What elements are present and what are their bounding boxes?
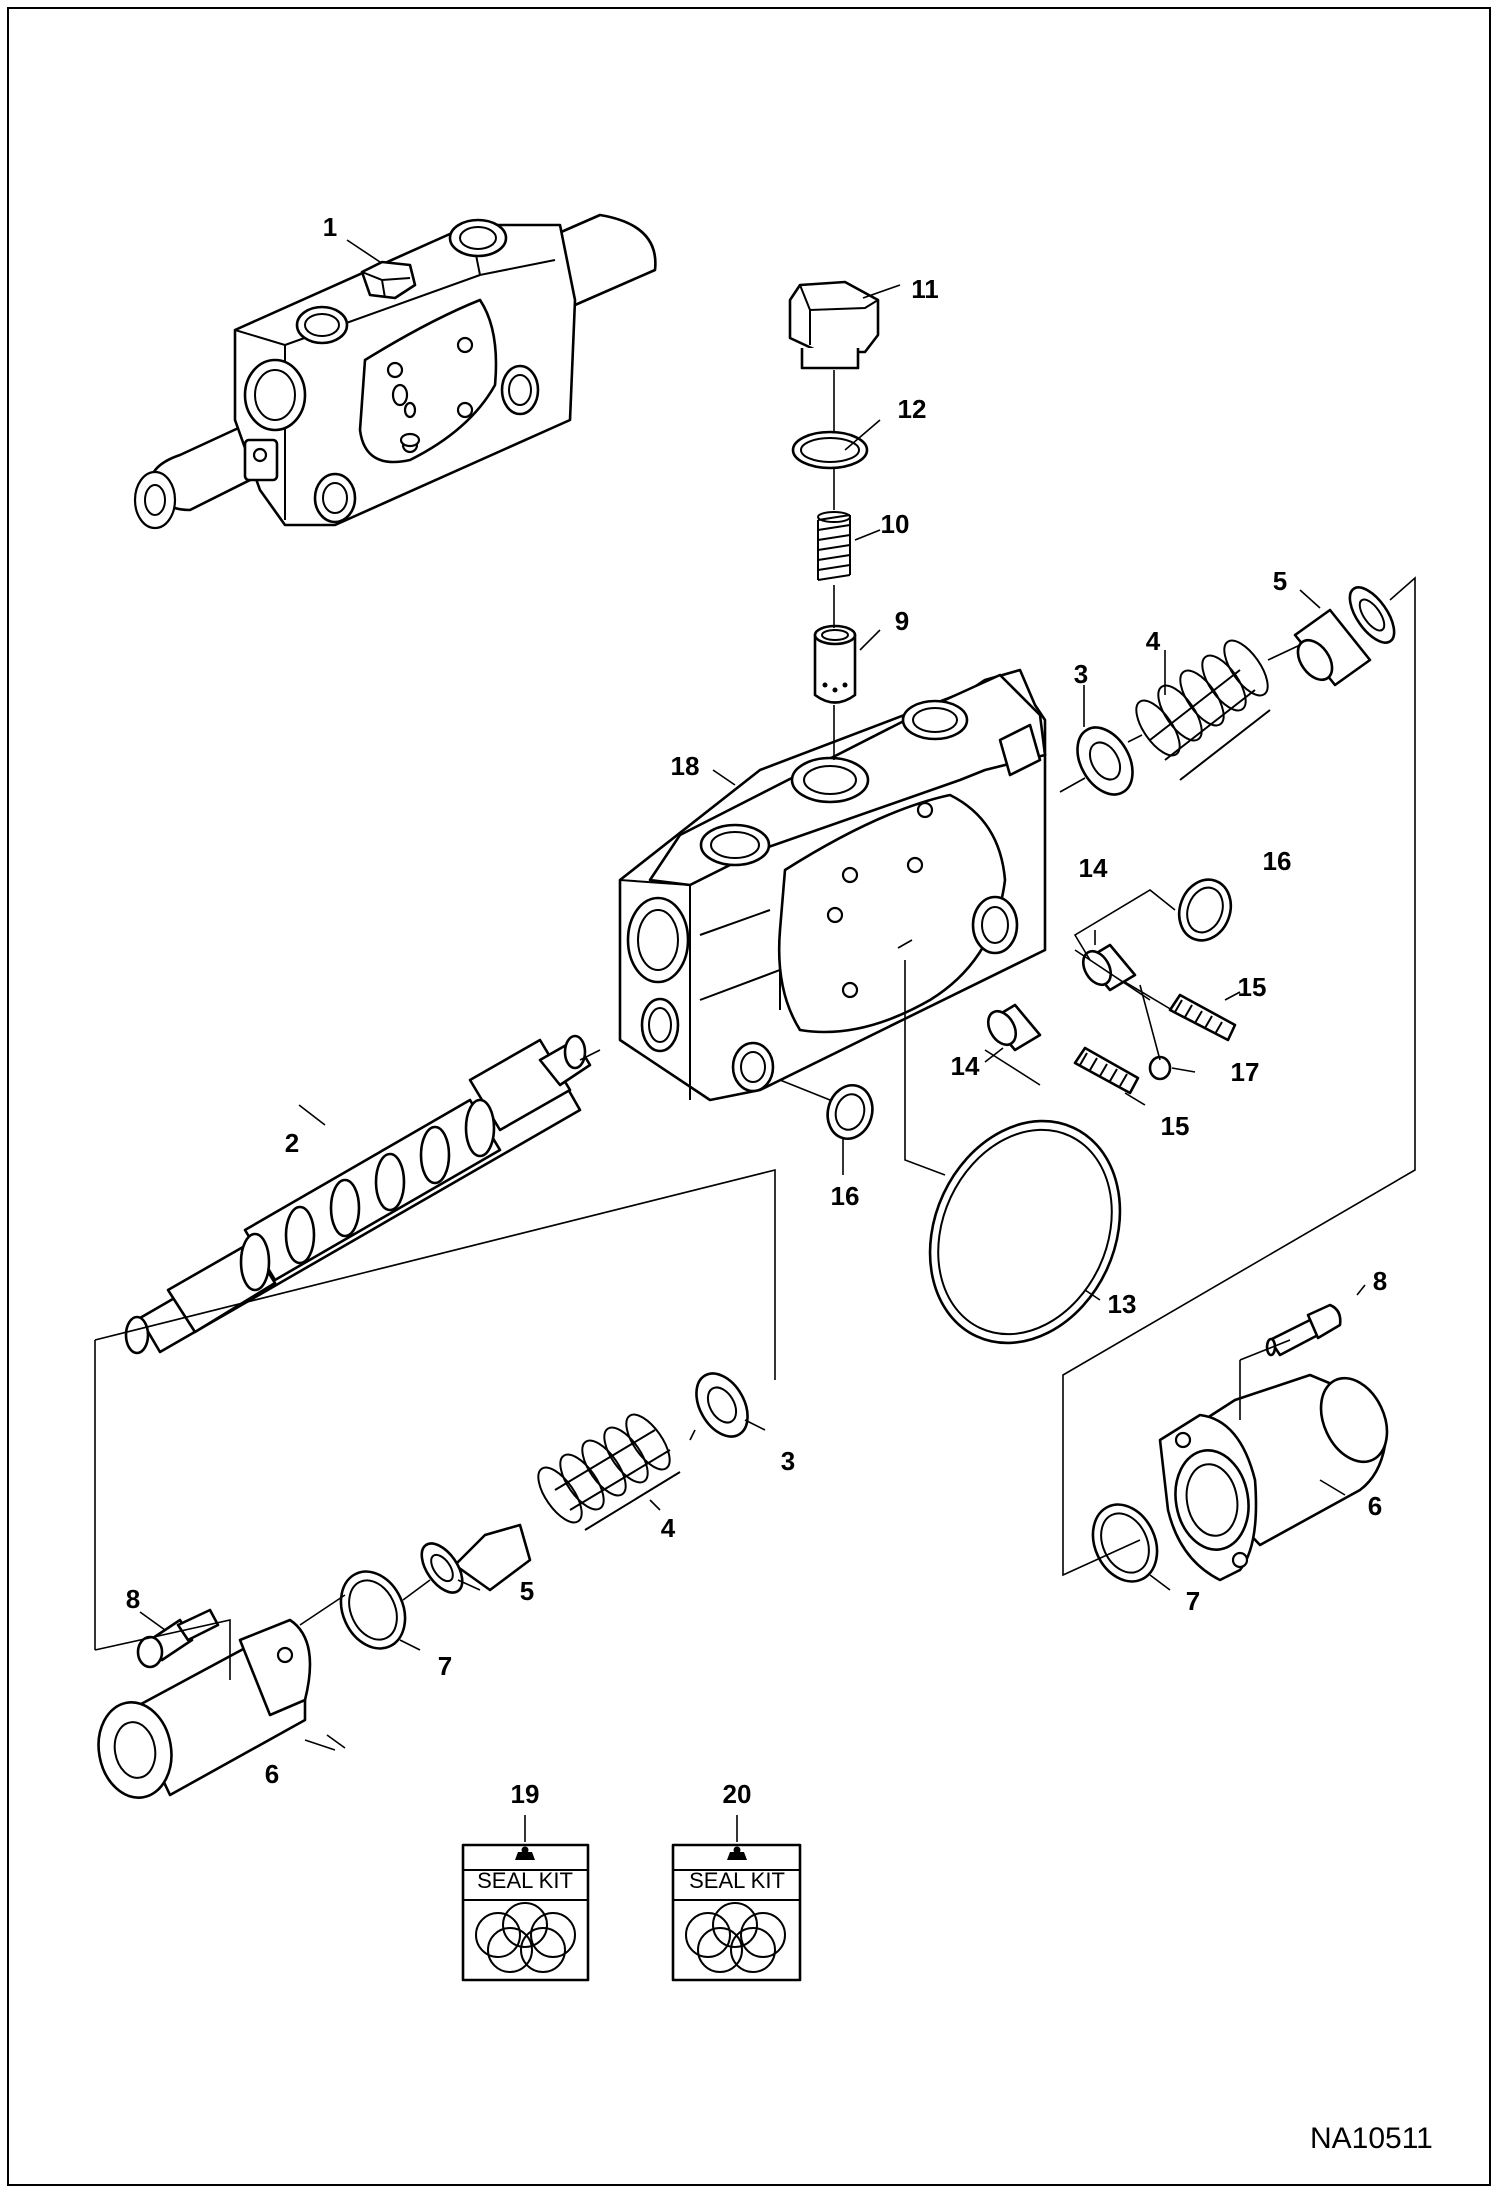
- callout-11: 11: [911, 274, 939, 304]
- callout-16-right: 16: [1263, 846, 1292, 876]
- orifice-plug: [1148, 1055, 1172, 1081]
- check-spring: [817, 511, 851, 581]
- seal-kit-20-label: SEAL KIT: [689, 1868, 785, 1893]
- callout-5-right: 5: [1273, 566, 1287, 596]
- seal-kit-20: SEAL KIT: [671, 1843, 802, 1982]
- check-poppet: [813, 624, 857, 704]
- callout-16-left: 16: [831, 1181, 860, 1211]
- spring-seat-left: [695, 1372, 749, 1438]
- set-screw-right: [1168, 993, 1237, 1042]
- callout-17: 17: [1231, 1057, 1260, 1087]
- callout-12: 12: [898, 394, 927, 424]
- set-screw-left: [1073, 1046, 1140, 1095]
- callout-3-right: 3: [1074, 659, 1088, 689]
- callout-10: 10: [881, 509, 910, 539]
- spring-left: [537, 1413, 681, 1531]
- section-o-ring: [928, 1119, 1122, 1345]
- callout-6-left: 6: [265, 1759, 279, 1789]
- callout-4-left: 4: [661, 1513, 676, 1543]
- valve-body: [618, 668, 1047, 1102]
- diagram-frame: [7, 7, 1491, 2186]
- callout-13: 13: [1108, 1289, 1137, 1319]
- plug: [788, 280, 880, 370]
- callout-14-left: 14: [951, 1051, 980, 1081]
- o-ring-16-left: [826, 1084, 874, 1140]
- callout-6-right: 6: [1368, 1491, 1382, 1521]
- callout-9: 9: [895, 606, 909, 636]
- callout-7-left: 7: [438, 1651, 452, 1681]
- cap-o-ring-left: [339, 1570, 407, 1650]
- cap-screw-right: [1265, 1303, 1342, 1357]
- cap-o-ring-right: [1091, 1503, 1159, 1583]
- spool: [124, 1034, 592, 1355]
- seal-kit-19: SEAL KIT: [461, 1843, 590, 1982]
- callout-3-left: 3: [781, 1446, 795, 1476]
- spring-cap-right: [1158, 1373, 1389, 1582]
- callout-18: 18: [671, 751, 700, 781]
- callout-15-left: 15: [1161, 1111, 1190, 1141]
- callout-8-right: 8: [1373, 1266, 1387, 1296]
- callout-2: 2: [285, 1128, 299, 1158]
- seal-kit-19-label: SEAL KIT: [477, 1868, 573, 1893]
- callout-8-left: 8: [126, 1584, 140, 1614]
- spring-retainer-left: [420, 1523, 532, 1594]
- spring-right: [1135, 639, 1271, 781]
- diagram-reference-code: NA10511: [1310, 2122, 1433, 2155]
- callout-1: 1: [323, 212, 337, 242]
- load-check-left: [986, 1003, 1042, 1052]
- spring-seat-right: [1076, 726, 1134, 796]
- callout-20: 20: [723, 1779, 752, 1809]
- callout-5-left: 5: [520, 1576, 534, 1606]
- callout-19: 19: [511, 1779, 540, 1809]
- valve-section-assembly: [133, 213, 657, 530]
- callout-7-right: 7: [1186, 1586, 1200, 1616]
- spring-cap-left: [97, 1618, 312, 1799]
- callout-4-right: 4: [1146, 626, 1161, 656]
- spring-retainer-right: [1293, 586, 1396, 687]
- callouts: 1 2 3 3 4 4 5 5 6 6 7 7 8 8 9 10 11 12 1…: [126, 212, 1387, 1809]
- leader-lines: [94, 239, 1416, 1842]
- o-ring-16-right: [1177, 878, 1233, 942]
- callout-14-right: 14: [1079, 853, 1108, 883]
- callout-15-right: 15: [1238, 972, 1267, 1002]
